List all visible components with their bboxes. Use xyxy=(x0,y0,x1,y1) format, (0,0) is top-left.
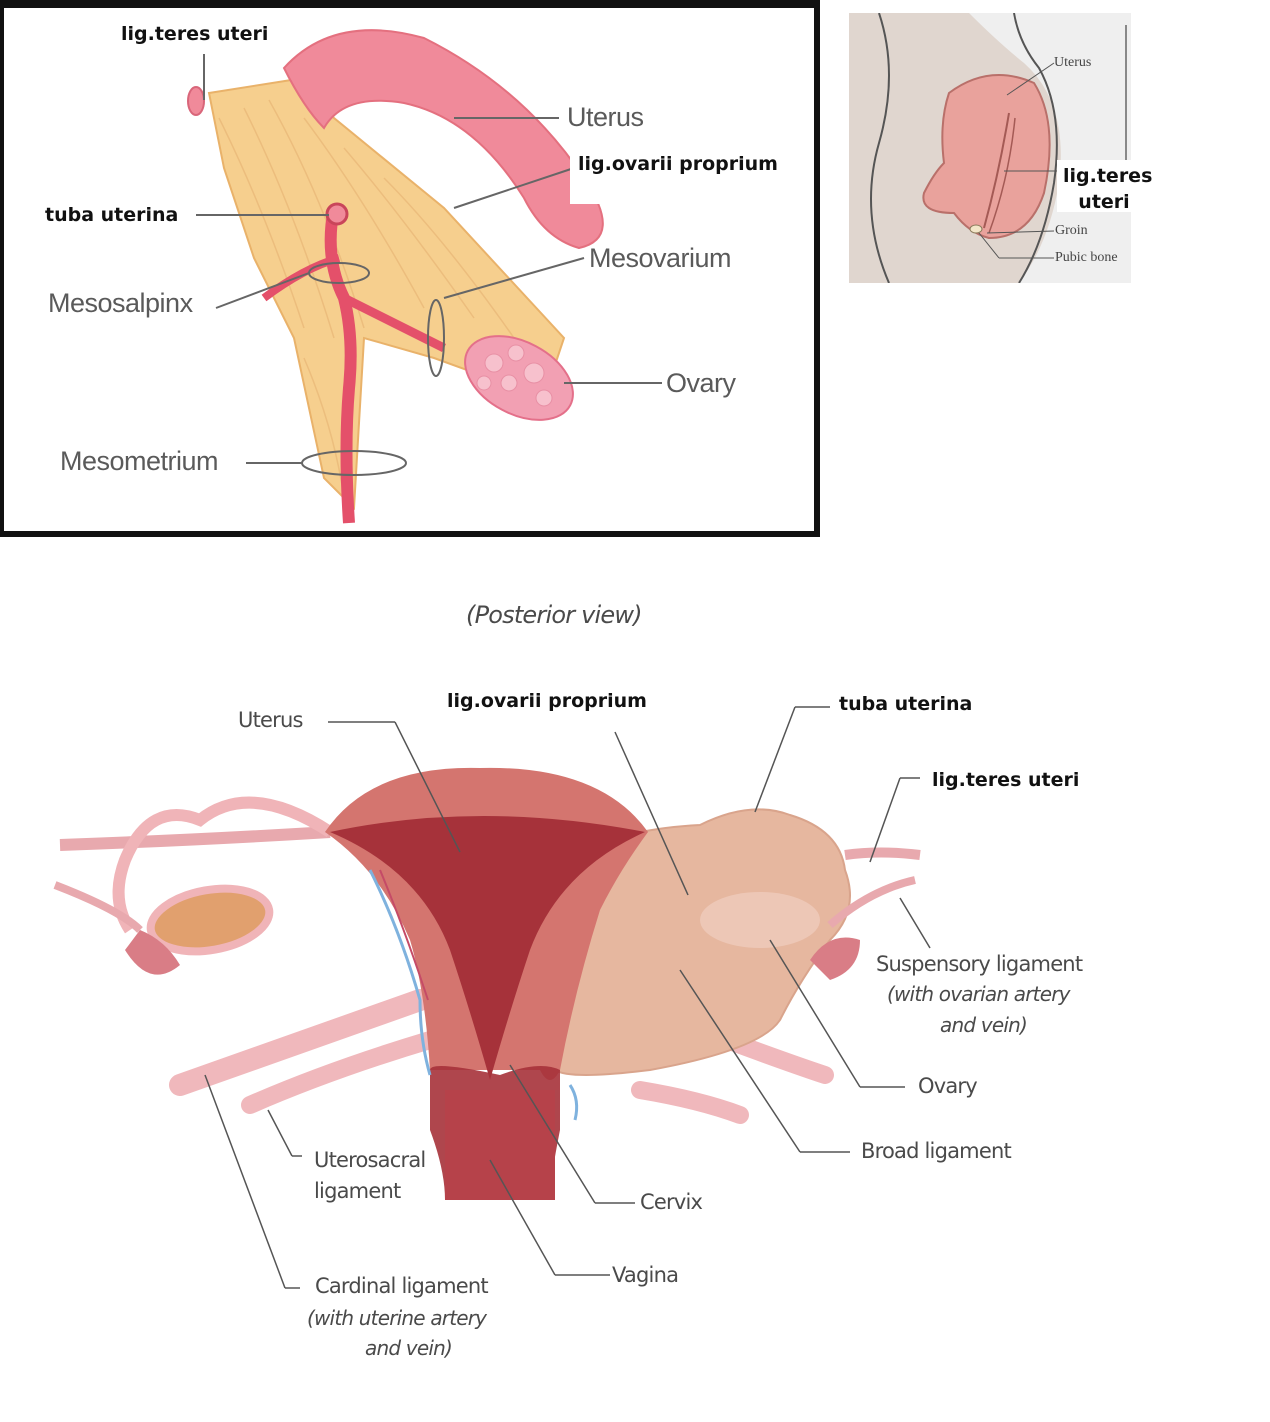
vagina xyxy=(445,1090,555,1200)
uterus-shape xyxy=(922,74,1051,240)
label-lig-ovarii-proprium-posterior: lig.ovarii proprium xyxy=(447,690,647,712)
posterior-view-title: (Posterior view) xyxy=(466,601,643,629)
uterine-cavity xyxy=(330,816,645,1080)
left-cardinal-ligament xyxy=(169,989,431,1096)
label-suspensory-ligament: Suspensory ligament xyxy=(876,952,1083,976)
label-tuba-uterina: tuba uterina xyxy=(20,194,196,256)
label-lig-teres-uteri-posterior: lig.teres uteri xyxy=(932,769,1080,791)
left-uterosacral-ligament xyxy=(241,1031,439,1114)
label-vagina: Vagina xyxy=(612,1263,679,1287)
posterior-view-diagram: (Posterior view) xyxy=(0,570,1270,1422)
label-uterus: Uterus xyxy=(567,102,644,132)
tube-cross-section xyxy=(325,202,349,226)
label-uterus-lateral: Uterus xyxy=(1054,55,1092,70)
label-lig-teres-line1: lig.teres xyxy=(1063,165,1153,187)
label-uterus-posterior: Uterus xyxy=(238,708,303,732)
label-cardinal-3: and vein) xyxy=(365,1336,453,1360)
label-lig-teres-uteri: lig.teres uteri xyxy=(59,18,291,54)
label-suspensory-sub1: (with ovarian artery xyxy=(887,982,1070,1006)
label-mesovarium: Mesovarium xyxy=(589,243,732,273)
label-ovary-posterior: Ovary xyxy=(918,1074,978,1098)
label-suspensory-sub2: and vein) xyxy=(940,1013,1028,1037)
label-lig-teres-uteri-lateral: lig.teres uteri xyxy=(1057,160,1152,213)
label-mesosalpinx: Mesosalpinx xyxy=(48,288,193,318)
label-lig-ovarii-proprium: lig.ovarii proprium xyxy=(570,148,802,204)
label-mesometrium: Mesometrium xyxy=(60,446,219,476)
label-uterosacral-1: Uterosacral xyxy=(314,1148,426,1172)
label-cervix: Cervix xyxy=(640,1190,703,1214)
left-ovary xyxy=(146,884,274,956)
label-ovary: Ovary xyxy=(666,368,736,398)
label-cardinal-2: (with uterine artery xyxy=(307,1306,487,1330)
label-cardinal-1: Cardinal ligament xyxy=(315,1274,489,1298)
round-ligament-stub xyxy=(187,86,205,116)
lateral-body-illustration xyxy=(849,13,1127,283)
label-tuba-uterina-posterior: tuba uterina xyxy=(839,693,973,715)
uterus-body xyxy=(282,29,604,250)
sagittal-ligament-illustration xyxy=(187,29,662,524)
pubic-bone-shape xyxy=(969,224,983,234)
label-broad-ligament: Broad ligament xyxy=(861,1139,1012,1163)
posterior-uterus-illustration xyxy=(53,706,931,1289)
broad-ligament-sheet xyxy=(207,76,566,511)
label-lig-teres-line2: uteri xyxy=(1078,191,1130,213)
sagittal-ligament-diagram: lig.teres uteri Uterus lig.ovarii propri… xyxy=(0,0,820,537)
left-uterine-tube xyxy=(112,796,334,934)
label-uterosacral-2: ligament xyxy=(314,1179,401,1203)
label-pubic-bone: Pubic bone xyxy=(1055,250,1118,265)
label-groin: Groin xyxy=(1055,223,1088,238)
lateral-pregnancy-diagram: Uterus lig.teres uteri Groin Pubic bone xyxy=(849,13,1152,283)
